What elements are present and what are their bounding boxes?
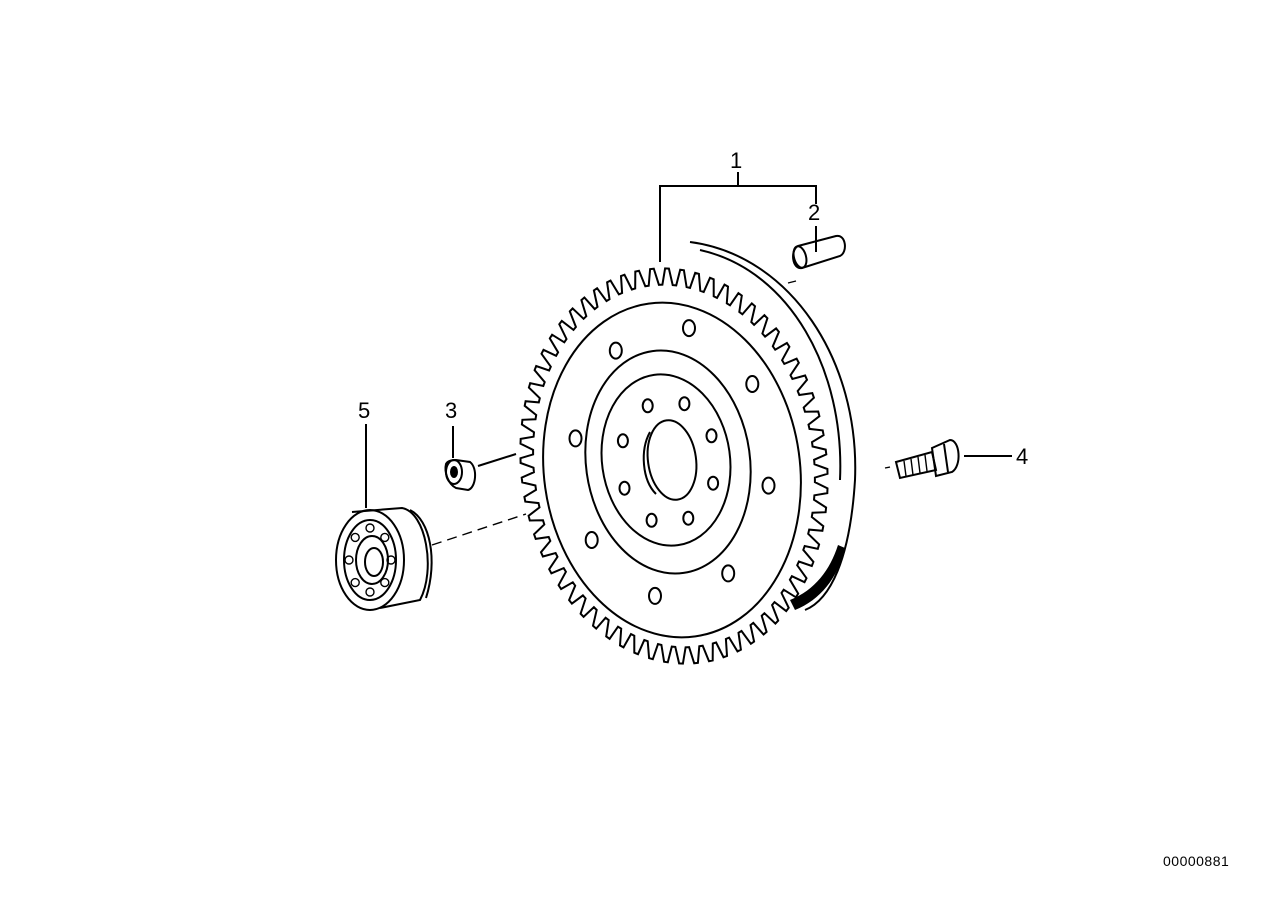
flywheel-bolt[interactable]	[884, 438, 1012, 480]
bolt-hole	[618, 480, 631, 496]
bolt-hole	[678, 396, 691, 412]
document-number: 00000881	[1163, 853, 1229, 869]
sleeve[interactable]	[444, 453, 517, 492]
callout-2: 2	[808, 200, 820, 225]
bearing-ball	[350, 577, 360, 588]
dowel-pin[interactable]	[787, 234, 846, 284]
leader-lines	[365, 172, 817, 508]
bearing-ball	[386, 555, 396, 565]
bearing-balls	[344, 523, 396, 597]
bearing-ball	[344, 555, 354, 565]
ball-bearing[interactable]	[335, 506, 527, 611]
bearing-ball	[380, 532, 390, 543]
callout-1: 1	[730, 148, 742, 173]
bolt-hole	[568, 429, 583, 448]
bearing-ball	[365, 523, 375, 533]
callout-4: 4	[1016, 444, 1028, 469]
bearing-ball	[350, 532, 360, 543]
bolt-hole	[721, 564, 736, 583]
bolt-hole	[616, 433, 629, 449]
bolt-hole	[745, 375, 760, 393]
bearing-ball	[380, 577, 390, 588]
bolt-hole	[645, 512, 658, 528]
callout-3: 3	[445, 398, 457, 423]
bolt-hole	[682, 319, 696, 338]
bolt-hole	[682, 510, 695, 526]
bolt-hole	[648, 586, 662, 605]
inner-bolt-holes	[616, 396, 720, 528]
bearing-ball	[365, 587, 375, 597]
callout-5: 5	[358, 398, 370, 423]
bolt-hole	[608, 341, 623, 360]
flywheel[interactable]	[519, 241, 857, 665]
bolt-hole	[705, 428, 718, 444]
bolt-hole	[761, 476, 776, 495]
bolt-hole	[584, 531, 599, 549]
bolt-hole	[641, 398, 654, 414]
outer-bolt-holes	[568, 319, 776, 605]
bolt-hole	[707, 475, 720, 491]
